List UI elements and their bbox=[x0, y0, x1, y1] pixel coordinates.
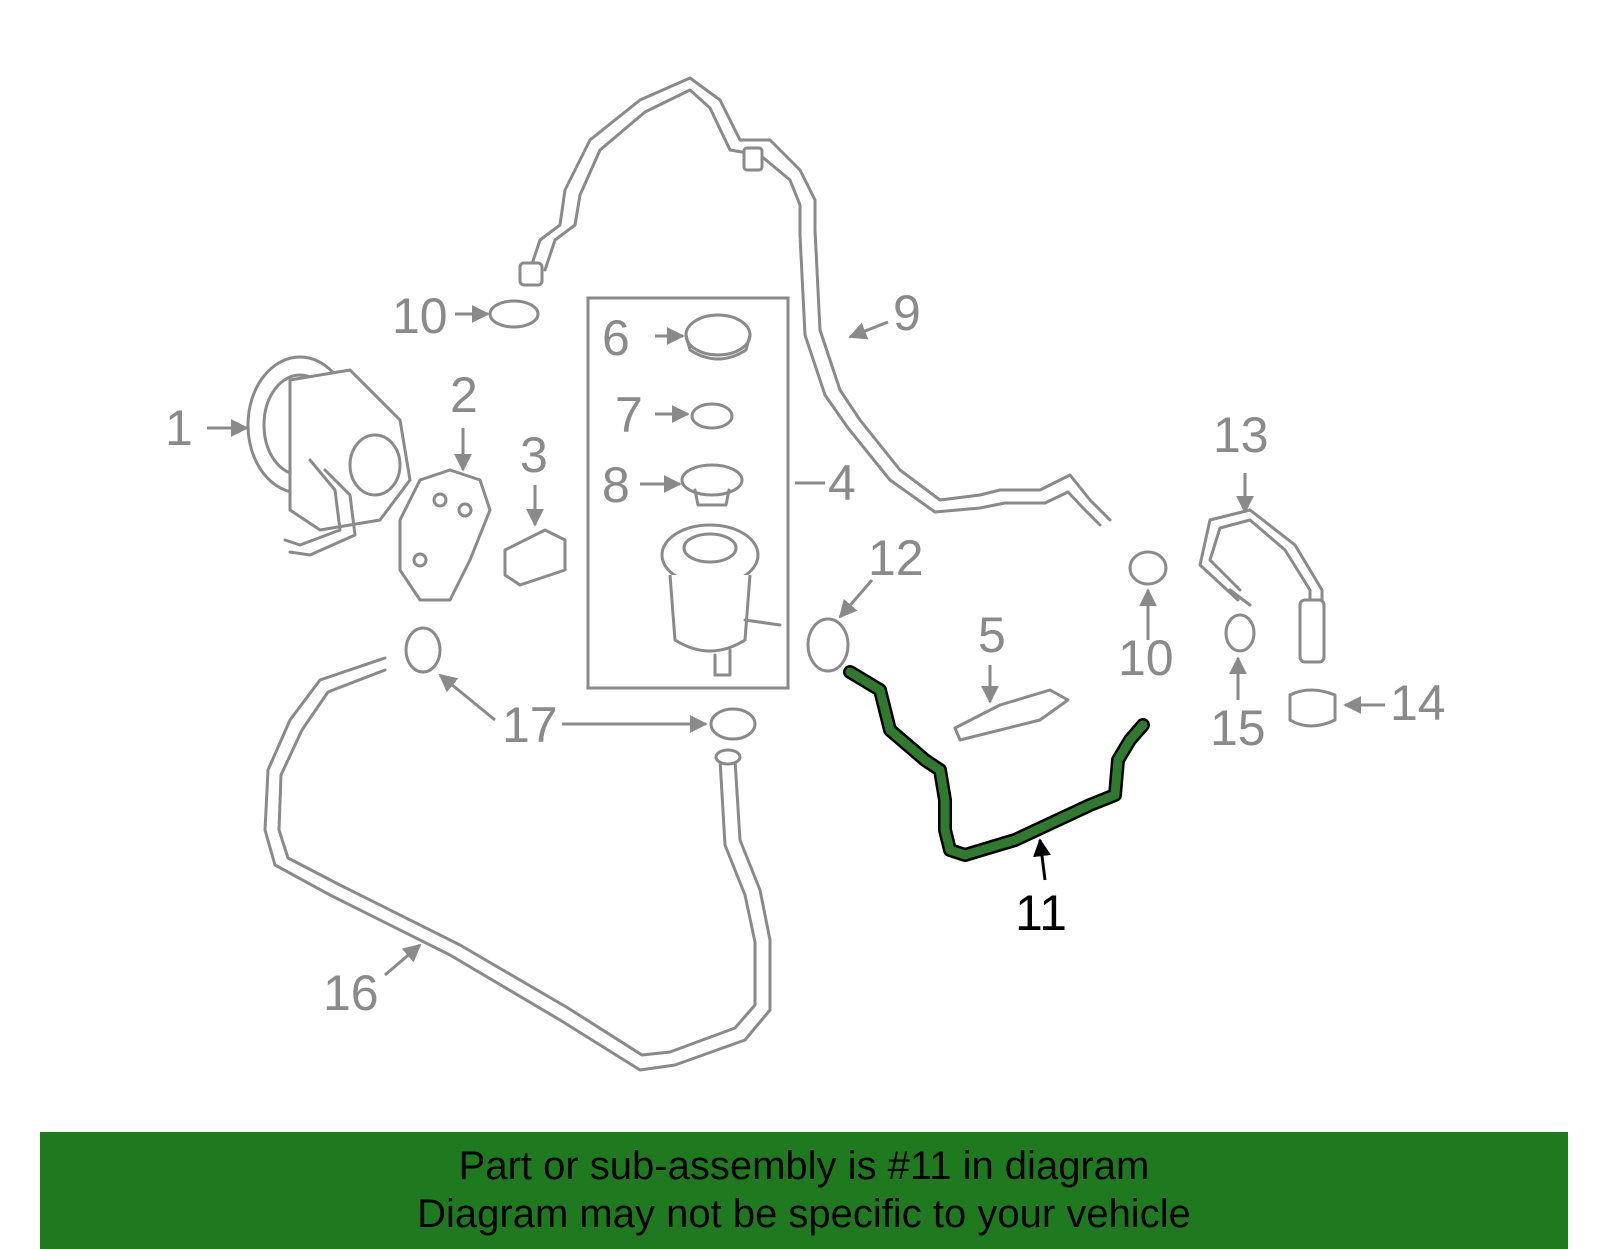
callout-10-upper: 10 bbox=[392, 288, 448, 344]
bracket-part-5[interactable] bbox=[953, 688, 1070, 742]
clamp-part-17-right[interactable] bbox=[709, 707, 757, 741]
clamp-part-17-left[interactable] bbox=[404, 626, 442, 674]
filter-part-8[interactable] bbox=[680, 463, 744, 507]
banner-line-1: Part or sub-assembly is #11 in diagram bbox=[458, 1144, 1150, 1188]
pressure-hose-part-9[interactable] bbox=[518, 76, 1112, 527]
callout-10-lower: 10 bbox=[1118, 630, 1174, 686]
reservoir-cap-part-6[interactable] bbox=[684, 313, 752, 361]
reservoir-group-box-part-4 bbox=[586, 296, 790, 690]
o-ring-part-15[interactable] bbox=[1224, 613, 1256, 653]
callout-16: 16 bbox=[323, 965, 379, 1021]
callout-14: 14 bbox=[1390, 675, 1446, 731]
return-line-part-11[interactable] bbox=[843, 665, 1150, 862]
info-banner: Part or sub-assembly is #11 in diagram D… bbox=[40, 1132, 1568, 1249]
callout-5: 5 bbox=[978, 607, 1006, 663]
bracket-part-3[interactable] bbox=[503, 528, 567, 587]
callout-7: 7 bbox=[615, 387, 643, 443]
clamp-part-14[interactable] bbox=[1288, 688, 1337, 728]
callout-17: 17 bbox=[502, 697, 558, 753]
pump-bracket-part-2[interactable] bbox=[398, 468, 492, 602]
leader-lines bbox=[207, 305, 1385, 977]
return-hose-part-16[interactable] bbox=[263, 656, 772, 1072]
reservoir-body[interactable] bbox=[660, 523, 782, 677]
callout-12: 12 bbox=[868, 530, 924, 586]
callout-3: 3 bbox=[520, 427, 548, 483]
callout-9: 9 bbox=[893, 285, 921, 341]
callout-13: 13 bbox=[1213, 407, 1269, 463]
callout-8: 8 bbox=[602, 457, 630, 513]
o-ring-part-10-lower[interactable] bbox=[1128, 550, 1168, 586]
callout-2: 2 bbox=[450, 367, 478, 423]
callout-15: 15 bbox=[1210, 700, 1266, 756]
callout-6: 6 bbox=[602, 310, 630, 366]
callout-labels: 1 2 3 4 5 6 7 8 9 10 10 11 12 13 14 15 1… bbox=[165, 285, 1446, 1021]
clamp-part-12[interactable] bbox=[806, 617, 850, 673]
o-ring-part-10-upper[interactable] bbox=[488, 299, 540, 329]
callout-4: 4 bbox=[828, 455, 856, 511]
callout-1: 1 bbox=[165, 400, 193, 456]
banner-line-2: Diagram may not be specific to your vehi… bbox=[417, 1192, 1191, 1236]
steering-pump-part-1[interactable] bbox=[246, 355, 412, 557]
seal-part-7[interactable] bbox=[690, 402, 734, 430]
callout-11: 11 bbox=[1015, 885, 1067, 941]
line-part-13[interactable] bbox=[1198, 508, 1326, 664]
